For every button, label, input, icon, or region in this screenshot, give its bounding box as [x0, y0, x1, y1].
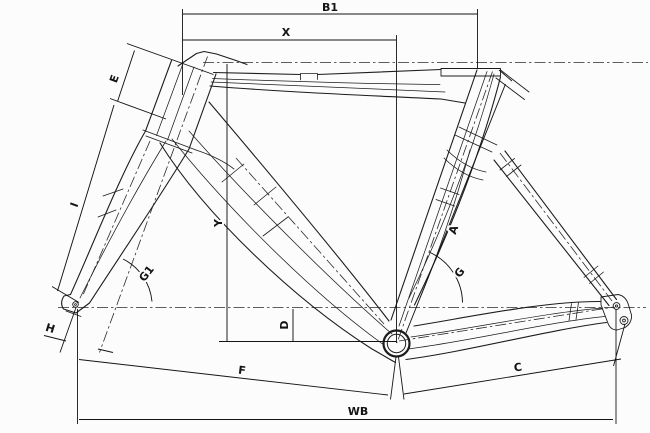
rear-dropout	[600, 294, 632, 331]
stem-spoiler	[177, 50, 248, 67]
ext-crown-face	[109, 98, 167, 120]
dim-label-D: D	[278, 320, 291, 329]
dim-label-WB: WB	[348, 405, 369, 418]
dim-C	[403, 359, 622, 394]
fork-crown	[142, 129, 197, 154]
down-tube-centerline	[235, 157, 385, 325]
head-tube	[142, 50, 248, 170]
top-tube-notch	[300, 73, 318, 81]
seat-top-cap	[440, 68, 501, 77]
seat-stays	[493, 150, 618, 307]
front-dropout	[61, 293, 91, 314]
ext-bb-projection-left	[390, 356, 397, 400]
seat-stay-centerline	[499, 152, 613, 302]
dim-G-arc	[428, 251, 463, 303]
dimension-lines	[43, 14, 622, 420]
ext-fork-tip	[51, 286, 80, 303]
dim-I	[57, 104, 115, 292]
dim-G1-arc	[122, 258, 152, 302]
ext-bb-projection-right	[398, 356, 405, 400]
dim-F	[78, 360, 389, 396]
dim-label-B1: B1	[322, 1, 338, 14]
dim-E	[117, 50, 135, 102]
dim-A	[405, 83, 506, 334]
dim-H-left	[43, 335, 67, 342]
dim-label-Y: Y	[212, 218, 225, 228]
chain-stay-centerline	[398, 306, 615, 342]
dim-H-right	[97, 348, 114, 353]
dim-label-X: X	[282, 26, 291, 39]
ext-axle-parallel	[59, 307, 77, 353]
ext-head-face	[126, 43, 214, 75]
dim-label-F: F	[238, 364, 247, 378]
chain-stay-section-ticks	[568, 302, 579, 321]
ext-seat-top-slant	[498, 69, 513, 82]
